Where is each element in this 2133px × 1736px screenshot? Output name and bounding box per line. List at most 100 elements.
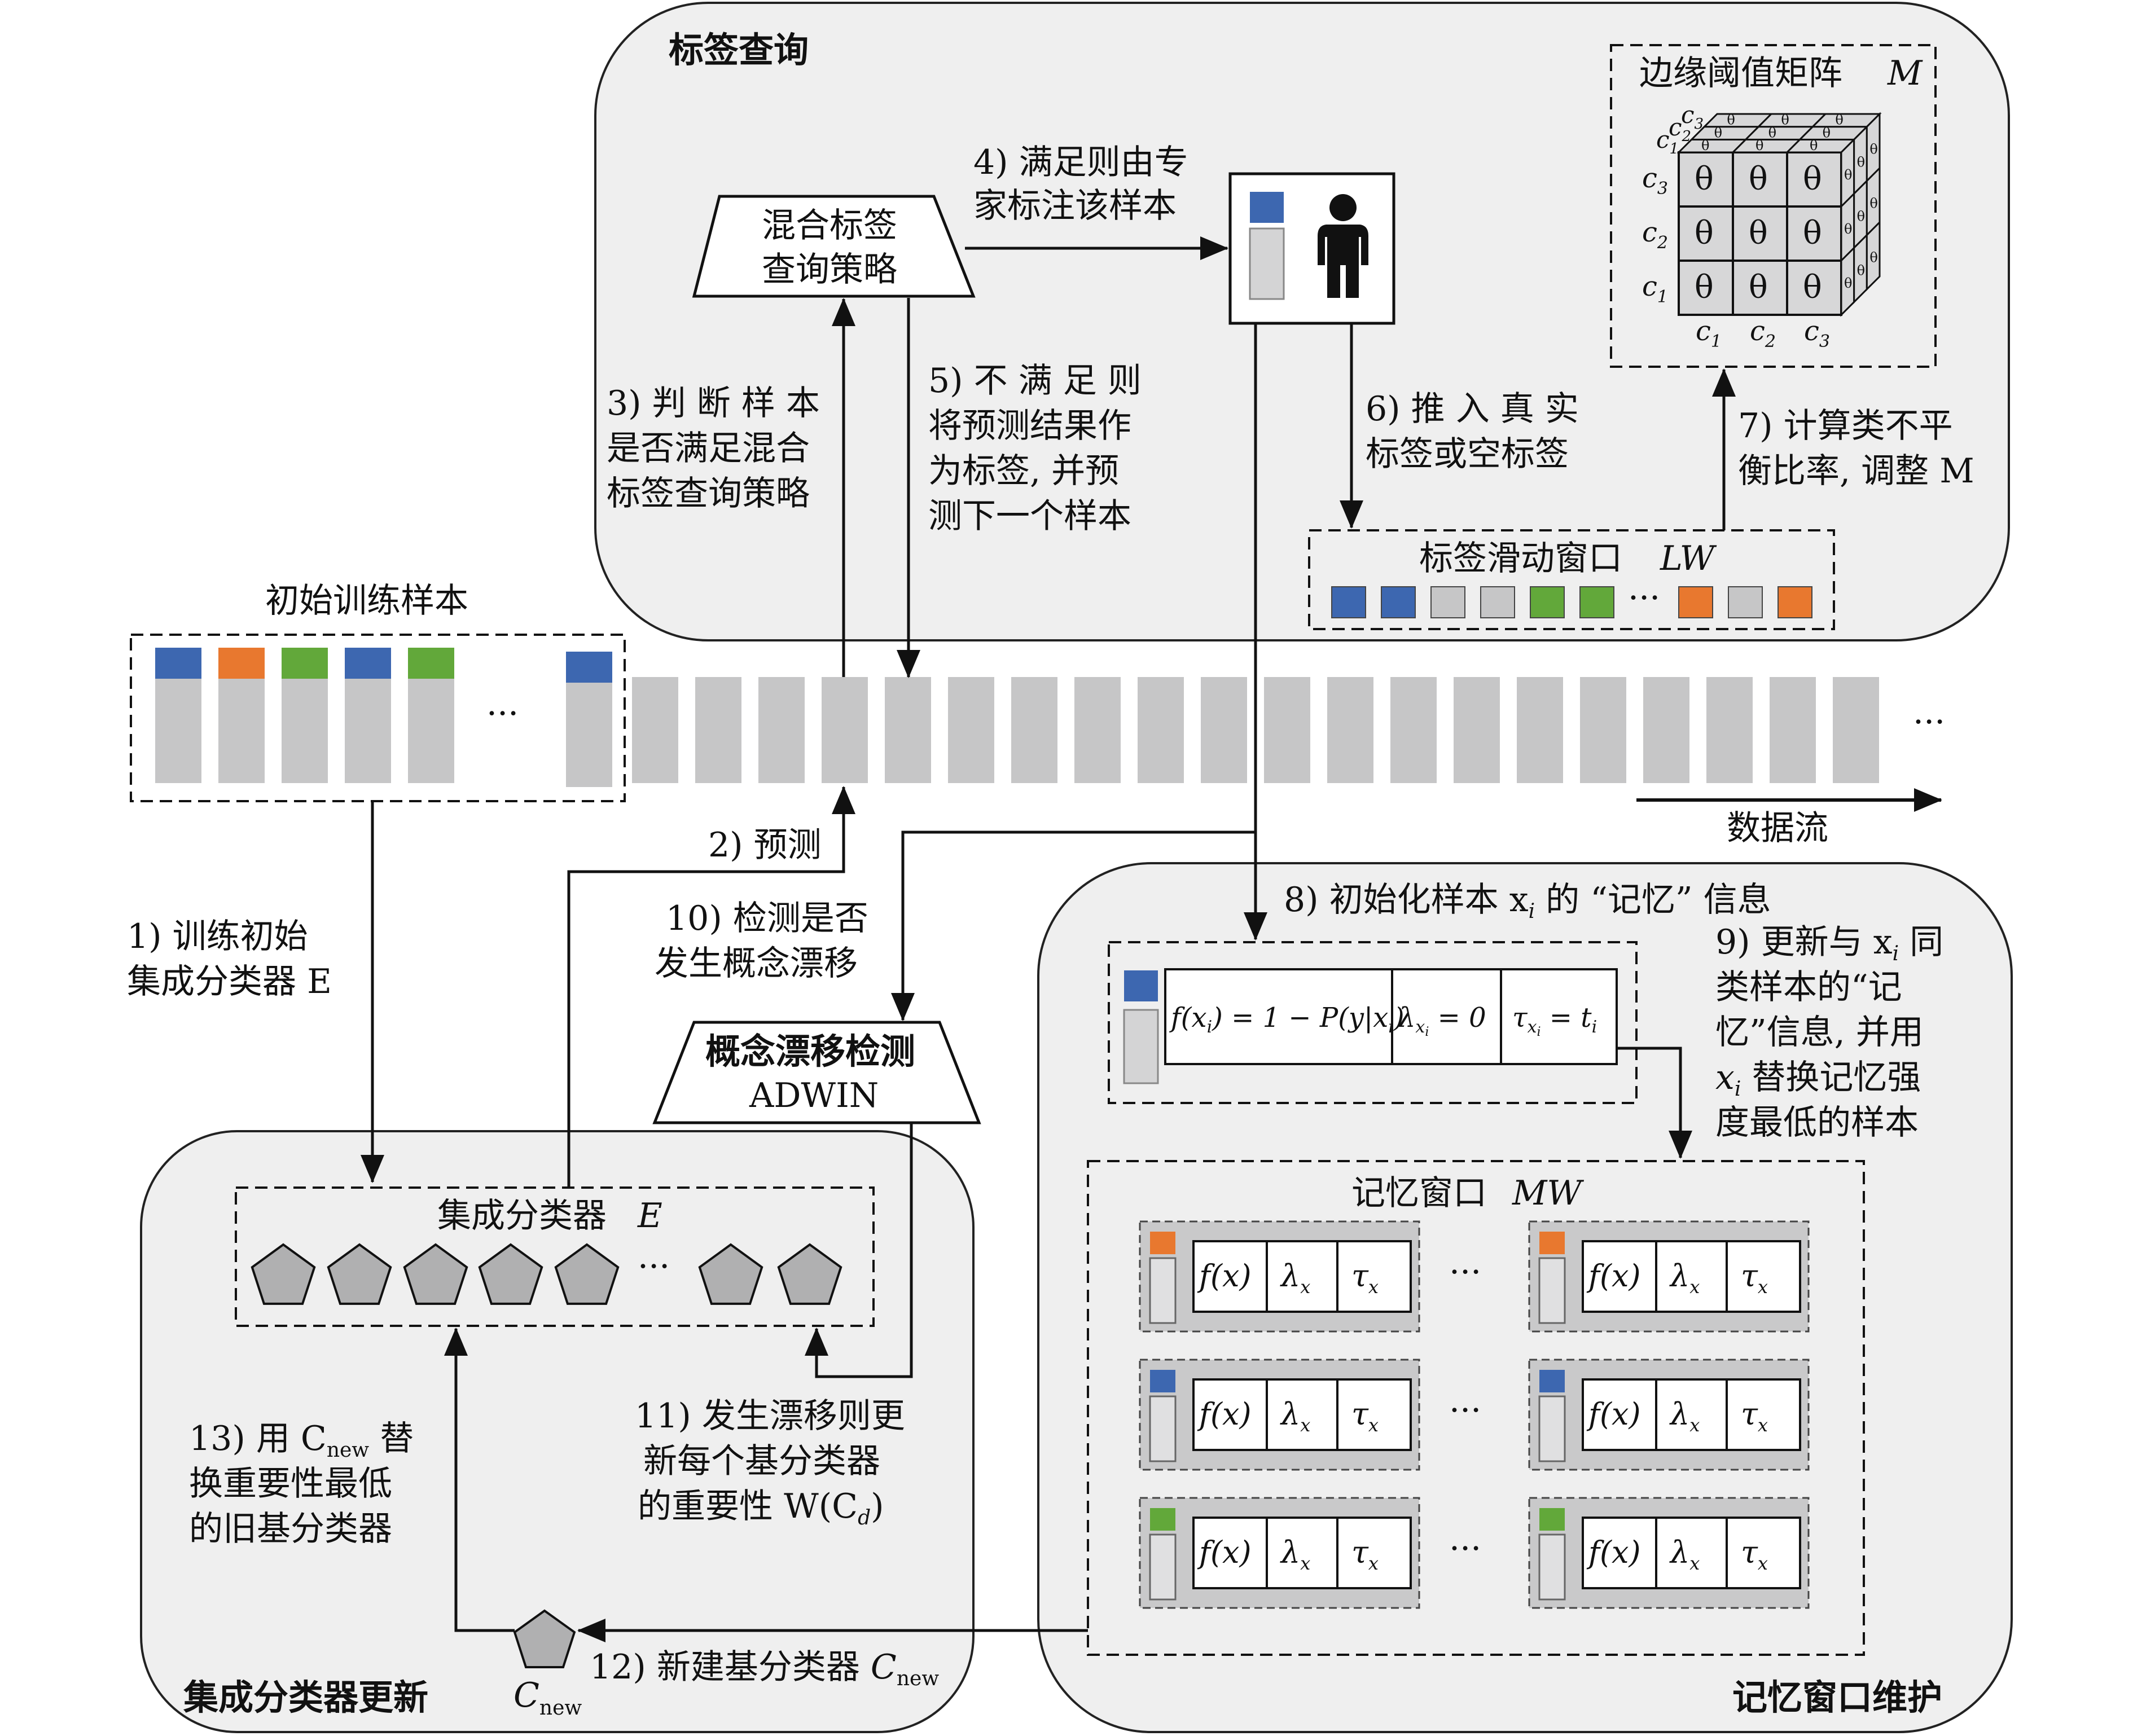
stream-sample [695, 677, 741, 783]
sample-label-green [408, 648, 454, 679]
memory-strength: f(x) [1197, 1258, 1252, 1294]
init-lambda: λxi = 0 [1397, 1002, 1486, 1039]
memory-record-cells [1192, 1240, 1412, 1313]
stream-sample [1074, 677, 1121, 783]
label-window-box [1308, 529, 1835, 630]
memory-window-title: 记忆窗口 [1351, 1174, 1487, 1213]
memory-record-label [1539, 1232, 1565, 1254]
matrix-cell [1786, 260, 1842, 316]
memory-record-label [1150, 1232, 1175, 1254]
new-base-classifier-icon [513, 1609, 576, 1668]
matrix-theta: θ [1823, 125, 1831, 140]
memory-strength: f(x) [1586, 1258, 1641, 1294]
memory-window-ellipsis: ··· [1449, 1391, 1481, 1430]
matrix-theta: θ [1844, 221, 1852, 237]
arrow-update-memory [1617, 1047, 1692, 1159]
step10-label: 10) 检测是否 [666, 899, 868, 938]
matrix-cell [1678, 205, 1734, 262]
base-classifier-icon [403, 1243, 468, 1305]
stream-sample [1454, 677, 1500, 783]
memory-strength: f(x) [1586, 1535, 1641, 1570]
ensemble-box [235, 1186, 875, 1327]
memory-record [1528, 1220, 1810, 1333]
stream-sample [1580, 677, 1626, 783]
stream-sample [758, 677, 805, 783]
memory-strength: f(x) [1197, 1535, 1252, 1570]
stream-sample [1770, 677, 1816, 783]
memory-record-label [1150, 1370, 1175, 1392]
step5-label: 5) 不 满 足 则 [928, 361, 1142, 401]
memory-record-cells [1582, 1378, 1801, 1451]
hybrid-strategy-box [692, 195, 976, 298]
matrix-theta: θ [1768, 125, 1776, 140]
step11-label: 新每个基分类器 [643, 1441, 880, 1481]
matrix-theta: θ [1781, 112, 1789, 128]
init-record-box [1108, 941, 1638, 1104]
base-classifiers [251, 1243, 842, 1305]
init-record-bar [1123, 1009, 1159, 1084]
matrix-theta: θ [1701, 138, 1709, 153]
sample-label-blue [345, 648, 391, 679]
panel-ensemble-update-title: 集成分类器更新 [183, 1677, 428, 1718]
ensemble-symbol: E [637, 1196, 662, 1236]
step13-label: 换重要性最低 [189, 1464, 392, 1504]
label-square-orange [1678, 586, 1713, 618]
matrix-theta: θ [1755, 138, 1763, 153]
matrix-theta: θ [1869, 250, 1877, 266]
stream-sample [1264, 677, 1310, 783]
stream-sample [1201, 677, 1247, 783]
initial-samples-box [130, 634, 626, 802]
stream-sample [948, 677, 994, 783]
drift-detection-title: 概念漂移检测 [705, 1031, 915, 1072]
arrow-update-weights [805, 1123, 913, 1378]
label-window-title: 标签滑动窗口 [1419, 539, 1622, 578]
matrix-theta: θ [1835, 112, 1843, 128]
step6-label: 6) 推 入 真 实 [1366, 389, 1579, 429]
label-window-items: ··· [1331, 578, 1812, 618]
matrix-theta: θ [1810, 138, 1818, 153]
memory-record-label [1150, 1508, 1175, 1531]
step3-label: 是否满足混合 [607, 429, 810, 468]
sample-label-blue [566, 652, 612, 683]
base-classifier-icon [777, 1243, 842, 1305]
memory-record-bar [1149, 1257, 1177, 1324]
matrix-theta: θ [1749, 269, 1768, 306]
label-square-blue [1331, 586, 1366, 618]
ensemble-title: 集成分类器 [437, 1196, 607, 1236]
step13-label: 13) 用 Cnew 替 [189, 1419, 414, 1462]
label-square-orange [1778, 586, 1812, 618]
stream-sample [1011, 677, 1057, 783]
step1-label: 1) 训练初始 [127, 917, 308, 956]
stream-sample [1517, 677, 1563, 783]
base-classifier-icon [554, 1243, 620, 1305]
data-stream [632, 677, 1879, 783]
matrix-title: 边缘阈值矩阵 [1639, 54, 1842, 93]
step6-label: 标签或空标签 [1366, 434, 1569, 474]
expert-sample-bar [1249, 227, 1285, 300]
matrix-theta: θ [1857, 208, 1865, 224]
step9-label: 度最低的样本 [1715, 1103, 1919, 1142]
arrow-drift-detect [891, 830, 1256, 1021]
base-classifier-icon [478, 1243, 543, 1305]
matrix-theta: θ [1695, 215, 1714, 252]
stream-sample [885, 677, 931, 783]
matrix-theta: θ [1803, 269, 1822, 306]
matrix-theta: θ [1803, 161, 1822, 197]
matrix-theta: θ [1727, 112, 1735, 128]
stream-sample [1390, 677, 1437, 783]
hybrid-strategy-line2: 查询策略 [762, 250, 897, 289]
step5-label: 将预测结果作 [928, 406, 1131, 446]
stream-sample [1327, 677, 1373, 783]
sample-label-green [282, 648, 328, 679]
matrix-theta: θ [1857, 262, 1865, 278]
matrix-theta: θ [1844, 167, 1852, 183]
matrix-theta: θ [1714, 125, 1722, 140]
step9-label: 忆”信息, 并用 [1715, 1013, 1924, 1052]
step3-label: 3) 判 断 样 本 [607, 384, 820, 423]
hybrid-strategy-line1: 混合标签 [762, 206, 897, 245]
base-classifier-icon [251, 1243, 316, 1305]
step3-label: 标签查询策略 [607, 474, 810, 513]
memory-strength: f(x) [1586, 1396, 1641, 1432]
